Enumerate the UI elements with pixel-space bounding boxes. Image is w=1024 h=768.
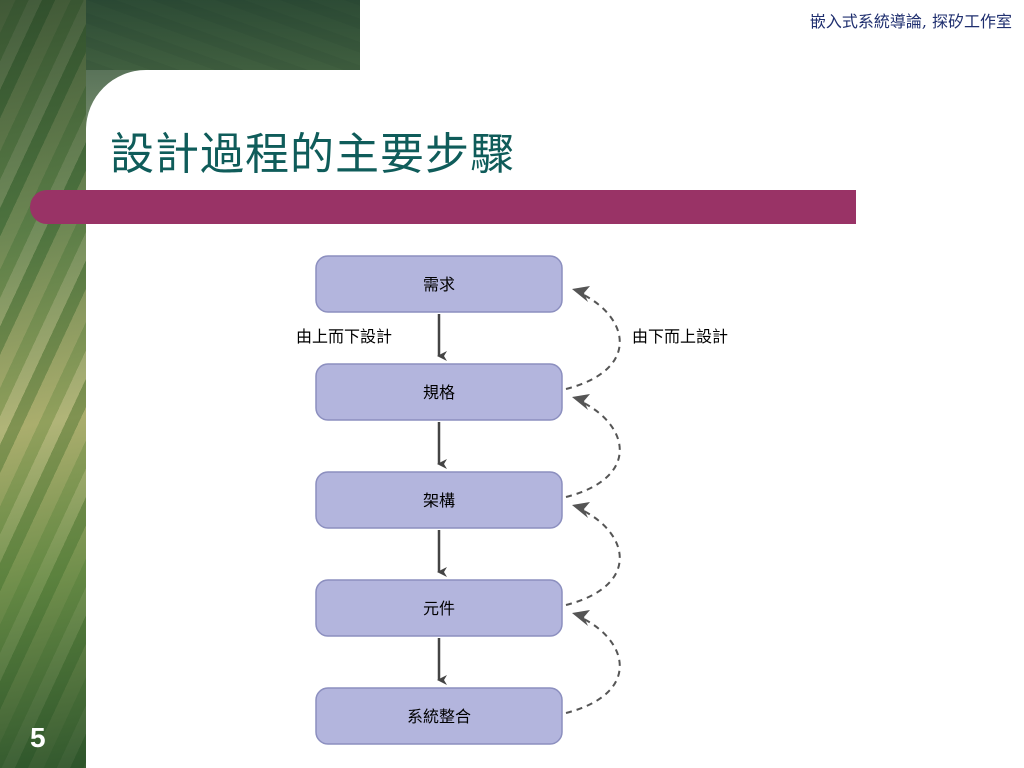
step-label-architecture: 架構	[423, 491, 455, 510]
step-label-components: 元件	[423, 599, 455, 618]
up-arrowhead-2	[572, 394, 590, 410]
step-box-architecture: 架構	[315, 471, 563, 529]
decorative-landscape-strip	[0, 0, 86, 768]
step-label-system-integration: 系統整合	[407, 707, 471, 726]
bottom-up-arrowheads	[572, 286, 590, 626]
bottom-up-label: 由下而上設計	[632, 327, 728, 346]
title-underline-bar	[30, 190, 856, 224]
step-label-requirements: 需求	[423, 275, 455, 294]
step-box-requirements: 需求	[315, 255, 563, 313]
header-text: 嵌入式系統導論, 探矽工作室	[809, 12, 1012, 31]
step-box-components: 元件	[315, 579, 563, 637]
page-number: 5	[30, 722, 46, 753]
step-box-system-integration: 系統整合	[315, 687, 563, 745]
up-arrowhead-4	[572, 610, 590, 626]
up-arrow-4	[565, 617, 621, 714]
up-arrow-3	[565, 509, 621, 606]
bottom-up-arrows	[565, 293, 621, 714]
top-down-label: 由上而下設計	[296, 327, 392, 346]
step-label-specification: 規格	[423, 383, 455, 402]
up-arrow-2	[565, 401, 621, 498]
decorative-top-strip	[86, 0, 360, 70]
step-box-specification: 規格	[315, 363, 563, 421]
up-arrowhead-1	[572, 286, 590, 302]
up-arrowhead-3	[572, 502, 590, 518]
up-arrow-1	[565, 293, 621, 390]
slide-title: 設計過程的主要步驟	[110, 129, 515, 180]
